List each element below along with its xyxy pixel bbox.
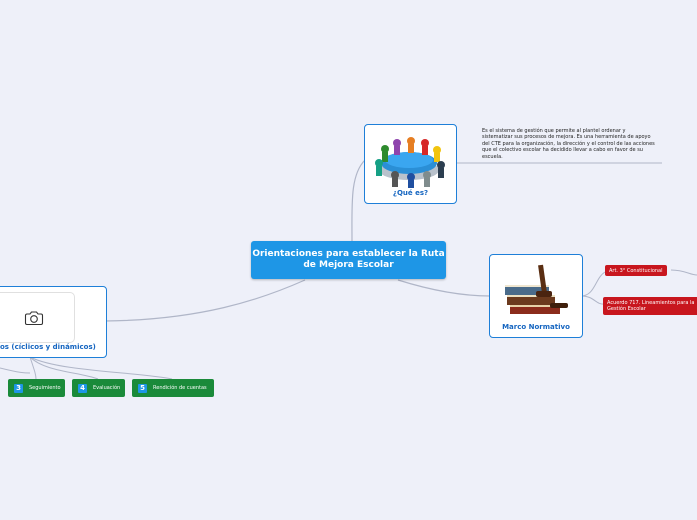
step-rendicion-cuentas[interactable]: 5 Rendición de cuentas — [132, 379, 214, 397]
procesos-label: os (cíclicos y dinámicos) — [0, 343, 96, 351]
central-topic-label: Orientaciones para establecer la Ruta de… — [251, 249, 446, 271]
que-es-label: ¿Qué es? — [365, 189, 456, 197]
central-topic[interactable]: Orientaciones para establecer la Ruta de… — [251, 241, 446, 279]
step-seguimiento[interactable]: 3 Seguimiento — [8, 379, 65, 397]
step-evaluacion[interactable]: 4 Evaluación — [72, 379, 125, 397]
books-gavel-image — [490, 259, 582, 325]
step-number-badge: 3 — [14, 384, 23, 393]
meeting-table-image — [365, 127, 456, 189]
marco-item-art3[interactable]: Art. 3° Constitucional — [605, 265, 667, 276]
step-number-badge: 4 — [78, 384, 87, 393]
que-es-description: Es el sistema de gestión que permite al … — [482, 128, 656, 160]
marco-normativo-label: Marco Normativo — [490, 323, 582, 331]
marco-item-acuerdo717[interactable]: Acuerdo 717. Lineamientos para la Gestió… — [603, 297, 697, 315]
camera-icon — [24, 310, 44, 326]
que-es-node[interactable]: ¿Qué es? — [364, 124, 457, 204]
image-placeholder — [0, 292, 75, 343]
marco-normativo-node[interactable]: Marco Normativo — [489, 254, 583, 338]
step-number-badge: 5 — [138, 384, 147, 393]
